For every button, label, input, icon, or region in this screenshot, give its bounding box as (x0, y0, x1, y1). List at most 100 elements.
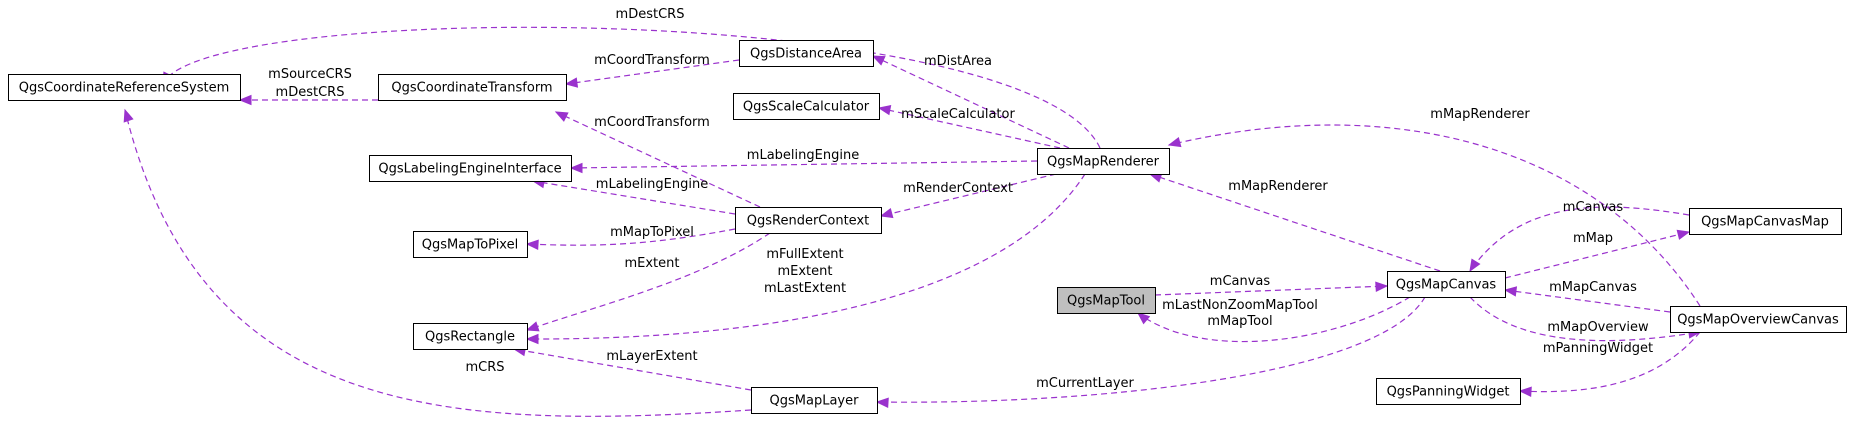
edge-line (570, 160, 1038, 169)
arrowhead-icon (525, 321, 540, 332)
node-mr[interactable]: QgsMapRenderer (1037, 148, 1170, 175)
node-label: QgsMapRenderer (1047, 155, 1160, 170)
node-box (413, 323, 528, 350)
node-box (413, 231, 528, 258)
edge-moc-to-mr: mMapRenderer (1167, 107, 1701, 307)
edge-line (526, 232, 771, 331)
edge-rc-to-rect: mExtent (525, 232, 771, 332)
arrowhead-icon (238, 94, 252, 106)
arrowhead-icon (875, 397, 889, 408)
edge-mt-to-mc: mCanvas (1154, 274, 1389, 296)
edge-line (1168, 124, 1701, 307)
node-da[interactable]: QgsDistanceArea (739, 40, 874, 67)
edge-line (532, 180, 736, 215)
edge-da-to-ct: mCoordTransform (564, 53, 740, 88)
node-mt[interactable]: QgsMapTool (1057, 287, 1156, 314)
node-label: QgsCoordinateTransform (391, 81, 552, 96)
arrowhead-icon (871, 55, 886, 66)
node-mcm[interactable]: QgsMapCanvasMap (1689, 208, 1842, 235)
edge-label: mExtent (777, 264, 832, 279)
node-label: QgsCoordinateReferenceSystem (19, 81, 229, 96)
edge-line (1154, 285, 1388, 296)
arrowhead-icon (1518, 386, 1532, 397)
node-lei[interactable]: QgsLabelingEngineInterface (369, 155, 572, 182)
edge-ml-to-crs: mCRS (123, 108, 752, 417)
edge-label: mLastExtent (764, 281, 846, 296)
node-label: QgsMapCanvas (1396, 278, 1497, 293)
arrowhead-icon (564, 77, 579, 88)
edge-mr-to-lei: mLabelingEngine (569, 148, 1038, 174)
node-label: QgsMapCanvasMap (1701, 215, 1829, 230)
edge-label: mExtent (624, 256, 679, 271)
edge-moc-to-mc: mMapCanvas (1503, 280, 1671, 313)
edge-label: mMap (1573, 231, 1613, 246)
edge-label: mLabelingEngine (747, 148, 859, 163)
edge-line (1469, 296, 1701, 342)
node-ml[interactable]: QgsMapLayer (751, 387, 878, 414)
edge-label: mDestCRS (276, 85, 345, 100)
edge-label: mRenderContext (903, 181, 1013, 196)
edge-line (555, 111, 761, 208)
edge-mc-to-ml: mCurrentLayer (875, 296, 1426, 408)
edge-label: mCRS (465, 360, 504, 375)
node-box (1037, 148, 1170, 175)
node-moc[interactable]: QgsMapOverviewCanvas (1670, 306, 1847, 333)
edge-label: mMapToPixel (610, 225, 694, 240)
node-sc[interactable]: QgsScaleCalculator (733, 93, 880, 120)
edge-rc-to-lei: mLabelingEngine (531, 177, 736, 215)
node-pw[interactable]: QgsPanningWidget (1376, 378, 1521, 405)
edge-label: mMapOverview (1547, 320, 1649, 335)
edge-line (1504, 289, 1671, 313)
edge-line (1469, 206, 1690, 272)
node-ct[interactable]: QgsCoordinateTransform (378, 74, 567, 101)
arrowhead-icon (1469, 258, 1481, 273)
nodes-layer: QgsCoordinateReferenceSystem QgsCoordinat… (8, 40, 1847, 414)
node-label: QgsDistanceArea (750, 47, 862, 62)
edge-label: mCanvas (1210, 274, 1271, 289)
edge-mr-to-sc: mScaleCalculator (877, 104, 1061, 149)
node-rc[interactable]: QgsRenderContext (735, 207, 882, 234)
node-box (8, 74, 241, 101)
node-label: QgsMapLayer (770, 394, 860, 409)
arrowhead-icon (1503, 286, 1518, 297)
node-label: QgsScaleCalculator (743, 100, 870, 115)
node-label: QgsLabelingEngineInterface (378, 162, 561, 177)
arrowhead-icon (1375, 281, 1389, 292)
edge-label: mLastNonZoomMapTool (1162, 298, 1318, 313)
edge-line (1149, 173, 1441, 272)
node-box (1376, 378, 1521, 405)
edge-ct-to-crs: mSourceCRS mDestCRS (238, 67, 378, 106)
node-rect[interactable]: QgsRectangle (413, 323, 528, 350)
edge-line (1504, 231, 1690, 279)
node-mtp[interactable]: QgsMapToPixel (413, 231, 528, 258)
edge-line (513, 348, 752, 391)
edge-label: mMapCanvas (1549, 280, 1637, 295)
arrowhead-icon (123, 108, 134, 123)
edge-rc-to-mtp: mMapToPixel (525, 225, 736, 250)
node-box (1689, 208, 1842, 235)
edge-ml-to-rect: mLayerExtent (512, 345, 752, 391)
edge-label: mMapRenderer (1430, 107, 1530, 122)
edge-line (124, 109, 752, 417)
node-label: QgsPanningWidget (1387, 385, 1510, 400)
edge-mc-to-mr: mMapRenderer (1148, 172, 1441, 272)
edge-label: mCanvas (1563, 200, 1624, 215)
node-label: QgsMapOverviewCanvas (1677, 313, 1839, 328)
node-box (1387, 271, 1506, 298)
edge-moc-to-pw: mPanningWidget (1518, 331, 1701, 397)
node-mc[interactable]: QgsMapCanvas (1387, 271, 1506, 298)
edge-label: mCurrentLayer (1036, 376, 1134, 391)
edge-label: mMapTool (1207, 314, 1272, 329)
arrowhead-icon (525, 333, 539, 345)
edge-label: mLabelingEngine (596, 177, 708, 192)
edge-label: mSourceCRS (268, 67, 352, 82)
edge-label: mCoordTransform (594, 115, 710, 130)
edge-line (1137, 296, 1411, 343)
node-crs[interactable]: QgsCoordinateReferenceSystem (8, 74, 241, 101)
node-label: QgsMapTool (1067, 294, 1145, 309)
arrowhead-icon (1676, 229, 1691, 240)
